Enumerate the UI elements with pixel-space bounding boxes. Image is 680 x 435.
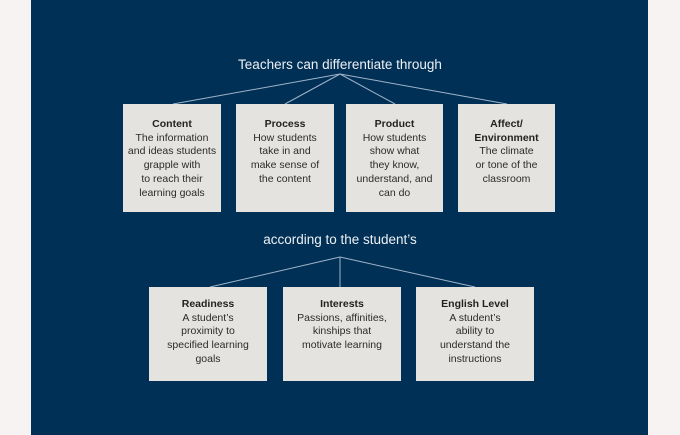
box-description: Passions, affinities, kinships that moti… [297,311,387,352]
box-process: Process How students take in and make se… [236,104,334,212]
box-title: Interests [320,298,364,310]
box-interests: Interests Passions, affinities, kinships… [283,287,401,381]
box-title: Affect/ Environment [474,118,539,144]
box-description: A student’s ability to understand the in… [439,311,511,365]
box-title: Readiness [181,298,235,310]
middle-heading: according to the student’s [263,232,417,247]
box-description: How students show what they know, unders… [356,131,433,199]
box-title: Process [264,118,306,130]
box-description: The information and ideas students grapp… [127,131,217,199]
box-title: English Level [441,298,509,310]
top-heading: Teachers can differentiate through [238,57,442,72]
box-readiness: Readiness A student’s proximity to speci… [149,287,267,381]
box-product: Product How students show what they know… [346,104,443,212]
box-description: How students take in and make sense of t… [250,131,320,185]
box-title: Content [152,118,192,130]
box-description: A student’s proximity to specified learn… [167,311,249,365]
box-affect-environment: Affect/ Environment The climate or tone … [458,104,555,212]
box-english-level: English Level A student’s ability to und… [416,287,534,381]
box-description: The climate or tone of the classroom [475,145,538,185]
box-content: Content The information and ideas studen… [123,104,221,212]
box-title: Product [374,118,415,130]
